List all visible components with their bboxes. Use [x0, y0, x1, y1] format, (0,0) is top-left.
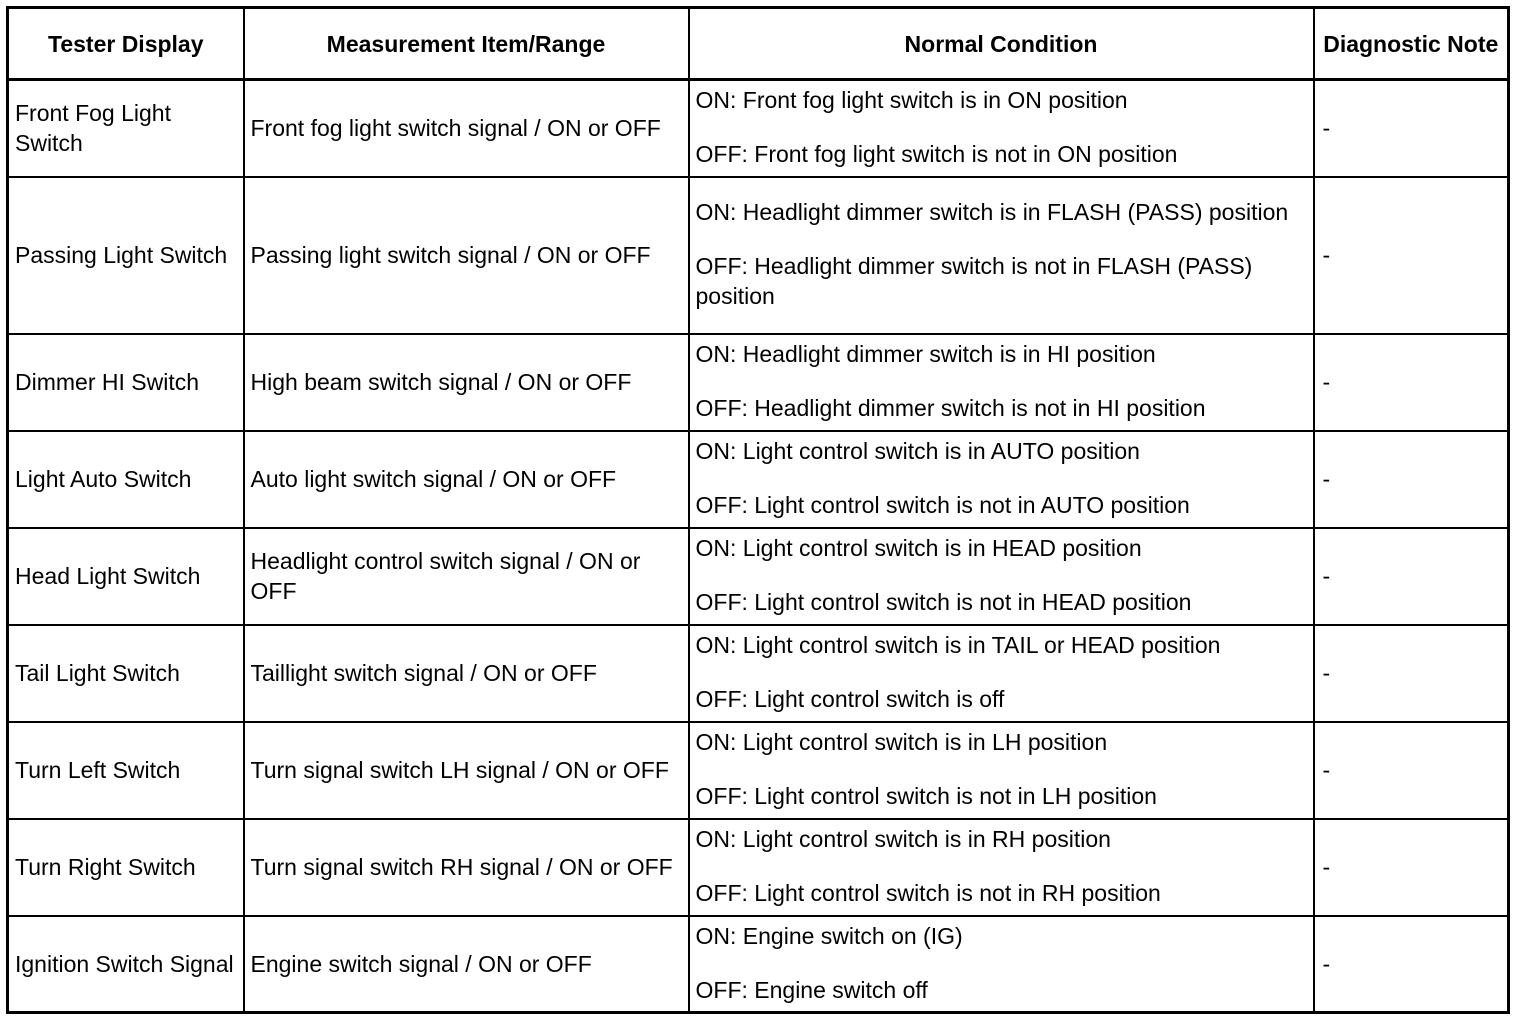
measurement-cell: Headlight control switch signal / ON or … [242, 526, 690, 626]
diagnostic-note-cell: - [1312, 78, 1510, 178]
normal-condition-cell: ON: Light control switch is in AUTO posi… [687, 429, 1315, 529]
table-header-row: Tester Display Measurement Item/Range No… [6, 6, 1510, 81]
diagnostic-note-cell: - [1312, 623, 1510, 723]
table-row: Ignition Switch Signal Engine switch sig… [6, 914, 1510, 1014]
header-tester-display: Tester Display [6, 6, 245, 81]
diagnostic-note-cell: - [1312, 526, 1510, 626]
diagnostic-note-cell: - [1312, 429, 1510, 529]
tester-display-cell: Dimmer HI Switch [6, 332, 245, 432]
tester-display-cell: Front Fog Light Switch [6, 78, 245, 178]
header-diagnostic-note: Diagnostic Note [1312, 6, 1510, 81]
normal-condition-cell: ON: Light control switch is in TAIL or H… [687, 623, 1315, 723]
header-normal-condition: Normal Condition [687, 6, 1315, 81]
tester-display-cell: Turn Left Switch [6, 720, 245, 820]
off-condition: OFF: Engine switch off [695, 976, 928, 1003]
on-condition: ON: Engine switch on (IG) [695, 922, 963, 949]
off-condition: OFF: Light control switch is not in LH p… [695, 783, 1157, 809]
diagnostic-note-cell: - [1312, 914, 1510, 1014]
tester-display-cell: Ignition Switch Signal [6, 914, 245, 1014]
measurement-cell: Turn signal switch LH signal / ON or OFF [242, 720, 690, 820]
normal-condition-cell: ON: Light control switch is in RH positi… [687, 817, 1315, 917]
on-condition: ON: Light control switch is in HEAD posi… [695, 535, 1142, 561]
tester-display-cell: Tail Light Switch [6, 623, 245, 723]
table-row: Light Auto Switch Auto light switch sign… [6, 429, 1510, 529]
measurement-cell: Passing light switch signal / ON or OFF [242, 175, 690, 335]
measurement-cell: Auto light switch signal / ON or OFF [242, 429, 690, 529]
table-row: Dimmer HI Switch High beam switch signal… [6, 332, 1510, 432]
normal-condition-cell: ON: Engine switch on (IG) OFF: Engine sw… [687, 914, 1315, 1014]
header-measurement: Measurement Item/Range [242, 6, 690, 81]
diagnostic-note-cell: - [1312, 720, 1510, 820]
table-row: Turn Left Switch Turn signal switch LH s… [6, 720, 1510, 820]
off-condition: OFF: Headlight dimmer switch is not in H… [695, 395, 1206, 421]
on-condition: ON: Front fog light switch is in ON posi… [695, 87, 1128, 114]
on-condition: ON: Headlight dimmer switch is in HI pos… [695, 341, 1156, 367]
on-condition: ON: Light control switch is in AUTO posi… [695, 438, 1140, 464]
measurement-cell: Front fog light switch signal / ON or OF… [242, 78, 690, 178]
off-condition: OFF: Light control switch is off [695, 686, 1005, 712]
tester-display-cell: Passing Light Switch [6, 175, 245, 335]
tester-display-cell: Light Auto Switch [6, 429, 245, 529]
on-condition: ON: Light control switch is in RH positi… [695, 826, 1111, 852]
tester-display-cell: Head Light Switch [6, 526, 245, 626]
table-row: Turn Right Switch Turn signal switch RH … [6, 817, 1510, 917]
table-row: Front Fog Light Switch Front fog light s… [6, 78, 1510, 178]
diagnostic-note-cell: - [1312, 817, 1510, 917]
normal-condition-cell: ON: Headlight dimmer switch is in HI pos… [687, 332, 1315, 432]
table-row: Tail Light Switch Taillight switch signa… [6, 623, 1510, 723]
diagnostic-note-cell: - [1312, 332, 1510, 432]
off-condition: OFF: Front fog light switch is not in ON… [695, 141, 1178, 168]
on-condition: ON: Light control switch is in LH positi… [695, 729, 1108, 755]
tester-display-cell: Turn Right Switch [6, 817, 245, 917]
normal-condition-cell: ON: Light control switch is in HEAD posi… [687, 526, 1315, 626]
measurement-cell: Taillight switch signal / ON or OFF [242, 623, 690, 723]
measurement-cell: Engine switch signal / ON or OFF [242, 914, 690, 1014]
normal-condition-cell: ON: Light control switch is in LH positi… [687, 720, 1315, 820]
diagnostic-note-cell: - [1312, 175, 1510, 335]
on-condition: ON: Headlight dimmer switch is in FLASH … [695, 199, 1289, 225]
measurement-cell: High beam switch signal / ON or OFF [242, 332, 690, 432]
table-row: Passing Light Switch Passing light switc… [6, 175, 1510, 335]
table-row: Head Light Switch Headlight control swit… [6, 526, 1510, 626]
off-condition: OFF: Light control switch is not in HEAD… [695, 589, 1192, 615]
normal-condition-cell: ON: Headlight dimmer switch is in FLASH … [687, 175, 1315, 335]
off-condition: OFF: Headlight dimmer switch is not in F… [695, 253, 1253, 309]
normal-condition-cell: ON: Front fog light switch is in ON posi… [687, 78, 1315, 178]
measurement-cell: Turn signal switch RH signal / ON or OFF [242, 817, 690, 917]
off-condition: OFF: Light control switch is not in AUTO… [695, 492, 1190, 518]
off-condition: OFF: Light control switch is not in RH p… [695, 880, 1161, 906]
data-list-table: Tester Display Measurement Item/Range No… [6, 6, 1510, 1014]
on-condition: ON: Light control switch is in TAIL or H… [695, 632, 1221, 658]
